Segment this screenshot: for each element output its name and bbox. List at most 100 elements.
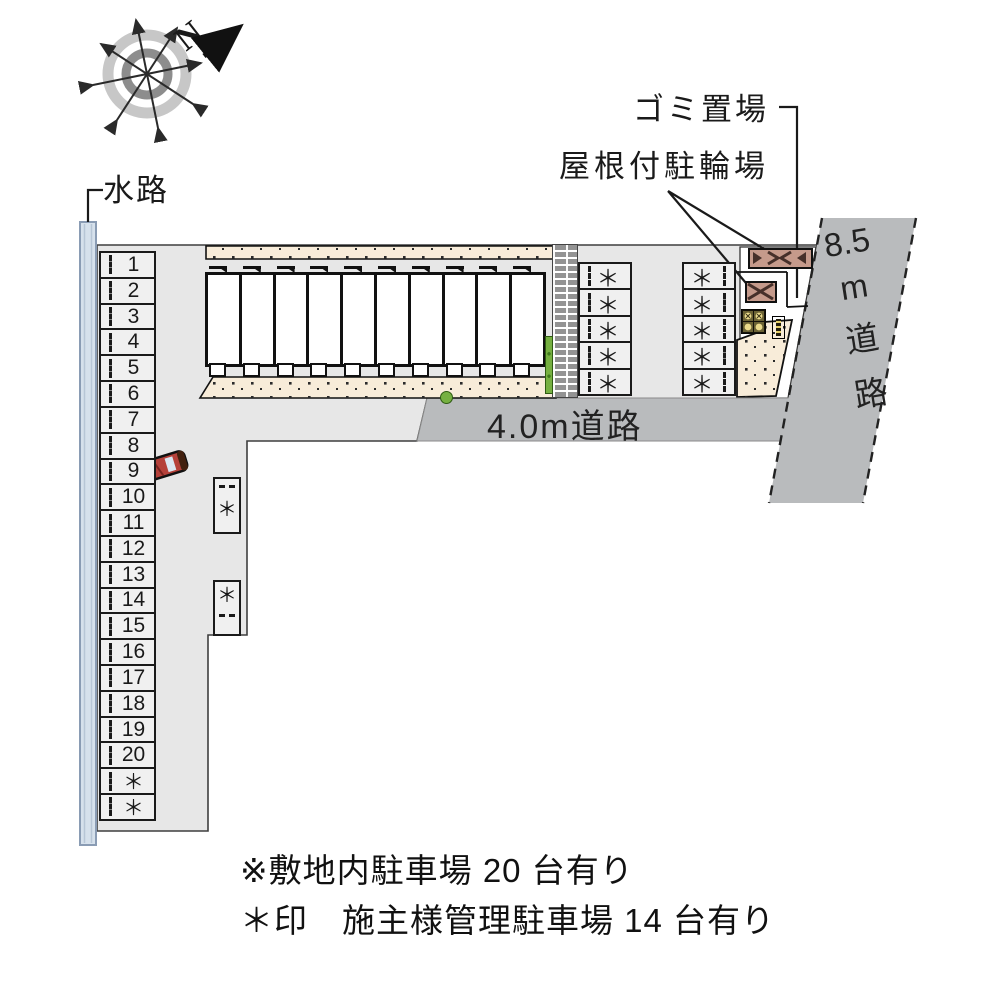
parking-column-middle: ＊ ＊ ＊ ＊ ＊ — [578, 262, 632, 397]
building-unit — [309, 266, 344, 377]
parking-space: 7 — [101, 408, 154, 434]
walkway-bottom-speckle — [200, 377, 556, 398]
parking-space: 8 — [101, 434, 154, 460]
parking-space-dash — [109, 565, 112, 585]
parking-column-right: ＊ ＊ ＊ ＊ ＊ — [682, 262, 736, 397]
parking-space-dash — [109, 616, 112, 636]
parking-space: ＊ — [580, 290, 630, 318]
road-85m-label-char: 路 — [851, 372, 891, 415]
parking-space-label: ＊ — [690, 291, 714, 318]
parking-space-label: 5 — [127, 356, 140, 380]
parking-space: ＊ — [580, 370, 630, 397]
unit-entrance — [445, 363, 463, 377]
parking-space: ＊ — [580, 264, 630, 291]
building — [205, 266, 546, 377]
note-parking-count: ※敷地内駐車場 20 台有り — [240, 852, 634, 889]
parking-space: ＊ — [684, 370, 734, 397]
parking-space: 14 — [101, 588, 154, 615]
building-unit — [512, 266, 543, 377]
parking-column-left: 1 2 3 4 5 6 — [99, 251, 156, 821]
parking-space-label: ＊ — [217, 499, 237, 521]
garbage-area-label: ゴミ置場 — [633, 92, 769, 127]
parking-space-label: 12 — [121, 536, 146, 560]
parking-space-dash — [723, 319, 726, 339]
building-unit — [208, 266, 242, 377]
unit-entrance — [276, 363, 294, 377]
unit-entrance — [411, 363, 429, 377]
parking-space: 13 — [101, 563, 154, 589]
parking-space: ＊ — [684, 317, 734, 345]
parking-space: ＊ — [684, 343, 734, 371]
notes: ※敷地内駐車場 20 台有り ＊印 施主様管理駐車場 14 台有り — [240, 846, 775, 946]
parking-space-dash — [109, 307, 112, 327]
parking-space-dash — [109, 358, 112, 378]
garbage-spot-outline — [736, 271, 809, 308]
parking-space-dash — [109, 384, 112, 404]
parking-space-dash — [723, 372, 726, 392]
bicycle-rack-glyphs — [753, 250, 806, 266]
north-arrow — [190, 23, 244, 73]
parking-space-dash — [588, 372, 591, 392]
parking-space: 4 — [101, 330, 154, 357]
waterway-label: 水路 — [103, 173, 169, 208]
compass-icon: N — [77, 14, 244, 144]
covered-bicycle-rack-small — [745, 281, 777, 303]
parking-space-dash — [588, 266, 591, 286]
parking-space-label: 3 — [127, 304, 140, 328]
unit-entrance — [310, 363, 328, 377]
parking-space: 12 — [101, 537, 154, 563]
parking-space-label: ＊ — [217, 585, 237, 607]
utility-grid-box — [740, 308, 767, 335]
walkway-top-speckle — [206, 246, 556, 259]
parking-space-dash — [109, 487, 112, 507]
unit-entrance — [513, 363, 531, 377]
parking-space-dash — [109, 668, 112, 688]
parking-space: 9 — [101, 459, 154, 486]
utility-strip-box — [772, 316, 785, 339]
parking-space-label: ＊ — [690, 318, 714, 345]
parking-space-label: 19 — [121, 717, 146, 741]
parking-space-dash — [109, 513, 112, 533]
parking-space: 19 — [101, 718, 154, 744]
parking-space-dash — [588, 292, 591, 313]
covered-bicycle-parking-label: 屋根付駐輪場 — [559, 149, 769, 184]
unit-entrance — [479, 363, 497, 377]
parking-space: 3 — [101, 305, 154, 331]
road-85m-label-char: m — [837, 266, 871, 308]
building-unit — [444, 266, 479, 377]
parking-space-dash — [109, 281, 112, 301]
parking-space-label: 18 — [121, 691, 146, 715]
waterway-leader-line — [86, 188, 103, 222]
parking-space-dash — [109, 642, 112, 662]
parking-space-label: 13 — [121, 562, 146, 586]
parking-space: 10 — [101, 485, 154, 512]
parking-space-label: 8 — [127, 433, 140, 457]
parking-space-label: 15 — [121, 614, 146, 638]
building-unit — [275, 266, 310, 377]
parking-space: 20 — [101, 743, 154, 770]
parking-space: ＊ — [684, 290, 734, 318]
parking-space-dash — [109, 255, 112, 275]
road-85m-right-boundary — [861, 217, 918, 504]
parking-space-label: ＊ — [690, 344, 714, 371]
building-unit — [343, 266, 377, 377]
stall-dash — [218, 485, 236, 488]
parking-space-dash — [588, 319, 591, 339]
hedge — [545, 336, 553, 394]
parking-space-dash — [109, 590, 112, 610]
parking-space-label: 10 — [121, 485, 146, 509]
unit-entrance — [344, 363, 362, 377]
road-40m-label: 4.0m道路 — [487, 408, 643, 446]
parking-space-dash — [588, 345, 591, 366]
parking-space: ＊ — [580, 317, 630, 344]
note-owner-managed: ＊印 施主様管理駐車場 14 台有り — [240, 902, 776, 939]
parking-space-dash — [109, 720, 112, 740]
parking-space: 2 — [101, 279, 154, 305]
parking-space: 5 — [101, 356, 154, 383]
parking-space-label: 11 — [122, 511, 145, 535]
parking-space: 15 — [101, 614, 154, 641]
parking-space-dash — [723, 292, 726, 313]
parking-space-dash — [723, 345, 726, 366]
road-85m — [769, 218, 916, 503]
parking-space-label: 16 — [121, 640, 146, 664]
